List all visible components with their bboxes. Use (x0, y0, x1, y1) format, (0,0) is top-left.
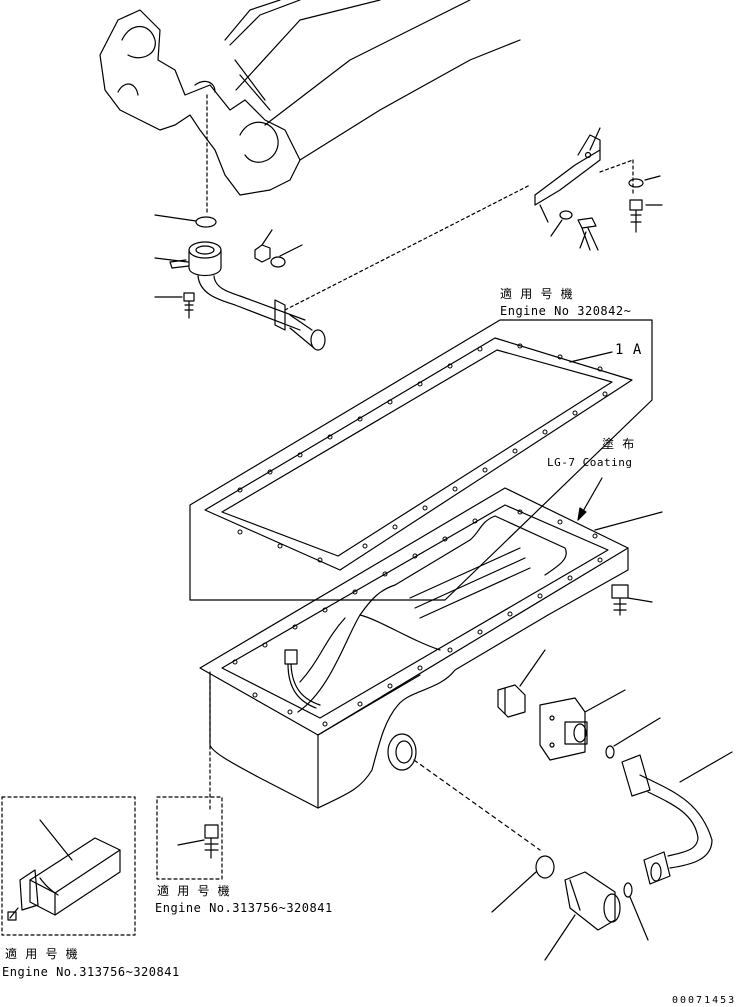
coating-label-en: LG-7 Coating (547, 456, 633, 469)
leader-line (39, 819, 73, 861)
bolt (577, 217, 599, 251)
leader-line (644, 175, 661, 181)
leader-line (519, 649, 546, 687)
leader-line (594, 511, 663, 531)
leader-line (154, 214, 197, 222)
leader-line (629, 896, 649, 941)
o-ring (605, 745, 615, 759)
gasket-region (189, 319, 653, 601)
drawing-code: 00071453 (672, 995, 737, 1006)
oil-hose (621, 754, 713, 885)
leader-line (177, 839, 205, 846)
o-ring (535, 855, 555, 879)
variant-box-mid (156, 796, 223, 880)
leader-line (569, 351, 613, 363)
engine-range-mid: Engine No.313756~320841 (155, 901, 333, 915)
engine-range-top: Engine No 320842~ (500, 304, 632, 318)
applicable-label-bottom: 適 用 号 機 (5, 947, 79, 961)
leader-line (613, 717, 661, 747)
leader-line (584, 689, 626, 713)
coating-arrowhead (577, 507, 587, 521)
elbow-fitting (564, 871, 621, 931)
leader-line (589, 127, 601, 151)
leader-line (579, 231, 587, 249)
leader-line (544, 914, 576, 961)
suction-pipe (169, 241, 326, 351)
bolt (204, 824, 219, 859)
washer (628, 178, 644, 188)
coating-label-jp: 塗 布 (602, 437, 635, 451)
o-ring (623, 882, 633, 898)
leader-line (279, 244, 303, 257)
leader-line (491, 871, 537, 913)
bolt (183, 292, 195, 319)
sensor-bracket (539, 697, 588, 761)
leader-line (550, 219, 563, 237)
applicable-label-top: 適 用 号 機 (500, 287, 574, 301)
adapter (497, 684, 526, 718)
leader-line (627, 597, 653, 603)
leader-dash (599, 159, 634, 173)
gasket-holes (237, 343, 608, 563)
leader-line (154, 257, 189, 263)
applicable-label-mid: 適 用 号 機 (157, 884, 231, 898)
leader-line (261, 229, 273, 246)
washer (559, 210, 573, 220)
suction-pipe-variant (7, 837, 121, 921)
variant-box-left (1, 796, 136, 936)
engine-range-bottom: Engine No.313756~320841 (2, 965, 180, 979)
bracket (534, 134, 601, 223)
oil-pan-holes (232, 509, 603, 727)
bolt (611, 584, 629, 616)
gasket (204, 337, 633, 571)
leader-line (679, 751, 733, 783)
leader-bracket (284, 184, 531, 311)
engine-block (99, 0, 521, 196)
o-ring (195, 216, 217, 228)
oil-pan (199, 487, 629, 809)
leader-dash (413, 759, 541, 851)
part-label-1a: 1 A (615, 342, 642, 358)
bolt (629, 199, 643, 233)
